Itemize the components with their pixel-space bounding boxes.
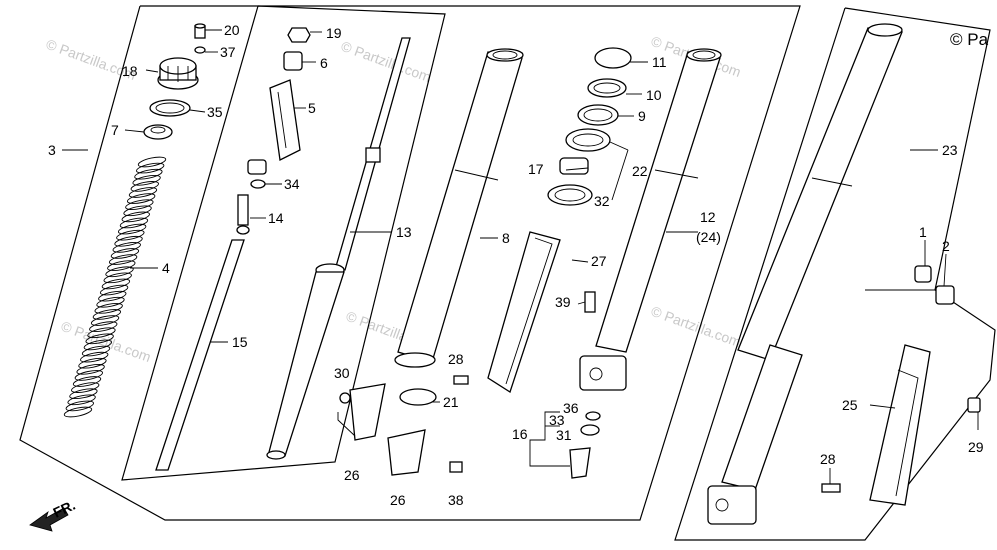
callout-12: 12: [700, 209, 716, 225]
adjuster-screw: [194, 23, 206, 54]
callout-31: 31: [556, 427, 572, 443]
fork-tube-right: [579, 48, 722, 391]
callout-6: 6: [320, 55, 328, 71]
callout-29: 29: [968, 439, 984, 455]
damper-rod-parts: [155, 27, 311, 471]
callout-37: 37: [220, 44, 236, 60]
copyright-notice: © Pa: [950, 30, 989, 49]
watermark: © Partzilla.com: [339, 38, 433, 85]
callout-27: 27: [591, 253, 607, 269]
callout-3: 3: [48, 142, 56, 158]
callout-38: 38: [448, 492, 464, 508]
callout-34: 34: [284, 176, 300, 192]
fork-leg-right: [707, 23, 903, 525]
spring-seat: [143, 124, 173, 140]
callout-33: 33: [549, 412, 565, 428]
fork-guard-left: [487, 231, 561, 393]
callout-36: 36: [563, 400, 579, 416]
leader-lines: [62, 29, 979, 484]
callout-22: 22: [632, 163, 648, 179]
callout-23: 23: [942, 142, 958, 158]
callout-39: 39: [555, 294, 571, 310]
callout-19: 19: [326, 25, 342, 41]
callout-15: 15: [232, 334, 248, 350]
callout-35: 35: [207, 104, 223, 120]
callout-26: 26: [390, 492, 406, 508]
callout-2: 2: [942, 238, 950, 254]
callout-32: 32: [594, 193, 610, 209]
callout-16: 16: [512, 426, 528, 442]
direction-label: FR.: [51, 497, 78, 521]
callout-26: 26: [344, 467, 360, 483]
callout-18: 18: [122, 63, 138, 79]
front-direction-arrow: FR.: [29, 497, 78, 532]
callout-30: 30: [334, 365, 350, 381]
callout-9: 9: [638, 108, 646, 124]
callout-28: 28: [448, 351, 464, 367]
callout-12-alt: (24): [696, 229, 721, 245]
callout-4: 4: [162, 260, 170, 276]
fork-bolt: [157, 57, 199, 90]
callout-20: 20: [224, 22, 240, 38]
callout-8: 8: [502, 230, 510, 246]
fork-guard-right: [869, 344, 931, 506]
callout-1: 1: [919, 224, 927, 240]
damper-cartridge: [266, 37, 411, 460]
callout-17: 17: [528, 161, 544, 177]
watermark: © Partzilla.com: [649, 303, 743, 350]
o-ring: [149, 99, 191, 117]
frame-lines: [19, 5, 996, 541]
callout-21: 21: [443, 394, 459, 410]
seal-stack: [547, 47, 632, 206]
callout-14: 14: [268, 210, 284, 226]
callout-28: 28: [820, 451, 836, 467]
small-hardware: [339, 265, 981, 493]
callout-5: 5: [308, 100, 316, 116]
callout-11: 11: [652, 54, 667, 70]
callout-10: 10: [646, 87, 662, 103]
callout-25: 25: [842, 397, 858, 413]
fork-spring: [63, 156, 167, 418]
callout-7: 7: [111, 122, 119, 138]
fork-tube-left: [394, 48, 524, 368]
callout-labels: 20 37 18 35 7 3 4 19 6 5 34 14 15 13 8 1…: [48, 22, 984, 508]
callout-13: 13: [396, 224, 412, 240]
